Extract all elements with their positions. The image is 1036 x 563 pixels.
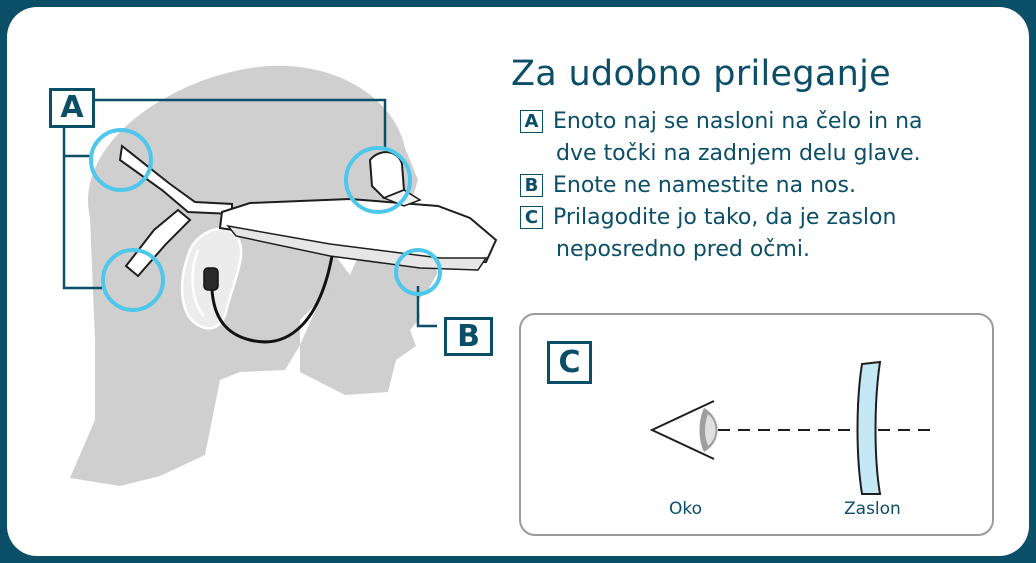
callout-label-b: B: [444, 317, 493, 356]
instruction-b-letter: B: [520, 174, 543, 197]
eye-pupil: [705, 414, 716, 446]
callout-label-a: A: [49, 88, 95, 128]
earbud-cable: [210, 255, 334, 344]
callout-lines-a: [62, 98, 387, 290]
eye-caption: Oko: [669, 499, 703, 519]
instruction-c-letter: C: [520, 206, 543, 229]
callout-lines-b: [416, 286, 437, 328]
head-silhouette: [70, 65, 412, 487]
highlight-circle-nose: [394, 248, 442, 296]
screen-lens: [856, 360, 882, 495]
earbud: [203, 267, 219, 291]
headset-arm-lower: [124, 208, 192, 278]
highlight-circle-forehead: [89, 128, 153, 192]
eye-icon: [649, 400, 715, 460]
instruction-c: C Prilagodite jo tako, da je zaslon: [520, 202, 896, 234]
instruction-b: B Enote ne namestite na nos.: [520, 170, 856, 202]
page-title: Za udobno prileganje: [511, 54, 891, 94]
highlight-circle-rear: [344, 146, 412, 214]
instruction-a-text-cont: dve točki na zadnjem delu glave.: [556, 141, 921, 166]
head-illustration: [62, 65, 498, 487]
eye-screen-detail-box: [519, 313, 994, 536]
instruction-a-text: Enoto naj se nasloni na čelo in na: [553, 109, 923, 134]
instruction-c-text-cont: neposredno pred očmi.: [556, 237, 810, 262]
instruction-b-text: Enote ne namestite na nos.: [553, 173, 856, 198]
ear-inner: [191, 249, 205, 317]
instruction-c-text: Prilagodite jo tako, da je zaslon: [553, 205, 897, 230]
instruction-a-letter: A: [520, 110, 543, 133]
headset-body-shade: [226, 224, 488, 271]
detail-label-c: C: [547, 341, 592, 384]
screen-caption: Zaslon: [844, 499, 901, 519]
instruction-a: A Enoto naj se nasloni na čelo in na: [520, 106, 923, 138]
highlight-circle-lower: [101, 248, 165, 312]
